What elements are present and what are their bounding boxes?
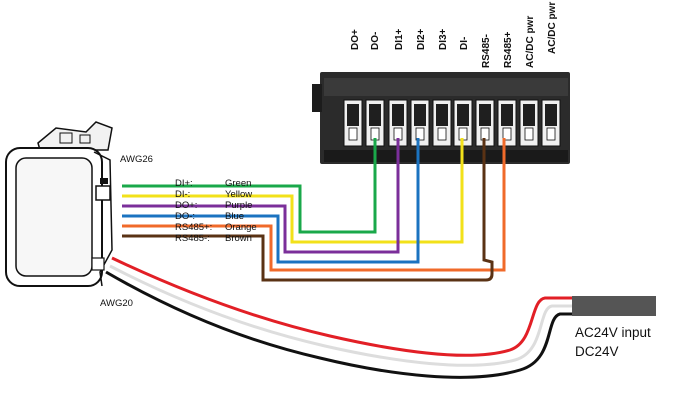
- terminal-screw: [369, 104, 381, 126]
- signal-wires: [122, 138, 506, 282]
- wire-signal-do-plus: DO+:: [175, 200, 197, 211]
- pin-label-do-minus: DO-: [370, 32, 381, 50]
- wire-signal-di-plus: DI+:: [175, 178, 193, 189]
- power-wires: [105, 256, 656, 379]
- terminal-screw: [414, 104, 426, 126]
- wire-yellow: [122, 138, 464, 244]
- terminal-screw: [347, 104, 359, 126]
- wire-blue: [122, 138, 420, 264]
- wire-green: [122, 138, 377, 234]
- terminal-hole: [502, 127, 512, 141]
- pin-label-rs485-minus: RS485-: [481, 34, 492, 68]
- pin-label-di3-plus: DI3+: [438, 28, 449, 50]
- terminal-screw: [436, 104, 448, 126]
- wire-color-blue: Blue: [225, 211, 244, 222]
- terminal-hole: [348, 127, 358, 141]
- wire-color-orange: Orange: [225, 222, 257, 233]
- wire-color-brown: Brown: [225, 233, 252, 244]
- terminal-screw: [479, 104, 491, 126]
- wire-color-purple: Purple: [225, 200, 252, 211]
- gauge-label-signal: AWG26: [120, 154, 153, 165]
- pin-label-do-plus: DO+: [350, 29, 361, 50]
- terminal-hole: [437, 127, 447, 141]
- pin-labels: DO+ DO- DI1+ DI2+ DI3+ DI- RS485- RS485+…: [350, 2, 558, 68]
- terminal-screw: [523, 104, 535, 126]
- wire-signal-do-minus: DO-:: [175, 211, 195, 222]
- wire-color-yellow: Yellow: [225, 189, 252, 200]
- power-cable-sleeve: [572, 296, 656, 316]
- pin-label-rs485-plus: RS485+: [503, 31, 514, 68]
- gauge-label-power: AWG20: [100, 298, 133, 309]
- terminal-screw: [501, 104, 513, 126]
- pin-label-acdc-pwr-1: AC/DC pwr: [525, 16, 536, 68]
- pin-label-acdc-pwr-2: AC/DC pwr: [547, 2, 558, 54]
- terminal-screw: [457, 104, 469, 126]
- wire-signal-di-minus: DI-:: [175, 189, 190, 200]
- pin-label-di-minus: DI-: [459, 37, 470, 50]
- power-wire-white: [109, 264, 572, 367]
- wire-signal-rs485-plus: RS485+:: [175, 222, 212, 233]
- wire-purple: [122, 138, 400, 254]
- power-wire-black: [105, 270, 572, 379]
- wire-color-green: Green: [225, 178, 251, 189]
- power-input-line2: DC24V: [575, 344, 619, 359]
- terminal-screw: [392, 104, 404, 126]
- terminal-block: [312, 72, 570, 164]
- wire-signal-rs485-minus: RS485-:: [175, 233, 210, 244]
- power-wire-red: [111, 256, 572, 357]
- power-input-line1: AC24V input: [575, 325, 651, 340]
- terminal-hole: [524, 127, 534, 141]
- pin-label-di2-plus: DI2+: [416, 28, 427, 50]
- wire-brown: [122, 138, 494, 282]
- pin-label-di1-plus: DI1+: [394, 28, 405, 50]
- wire-orange: [122, 138, 506, 272]
- terminal-screw: [545, 104, 557, 126]
- terminal-hole: [415, 127, 425, 141]
- sensor-device: [5, 121, 113, 287]
- terminal-hole: [546, 127, 556, 141]
- wire-labels: DI+: Green DI-: Yellow DO+: Purple DO-: …: [175, 178, 257, 244]
